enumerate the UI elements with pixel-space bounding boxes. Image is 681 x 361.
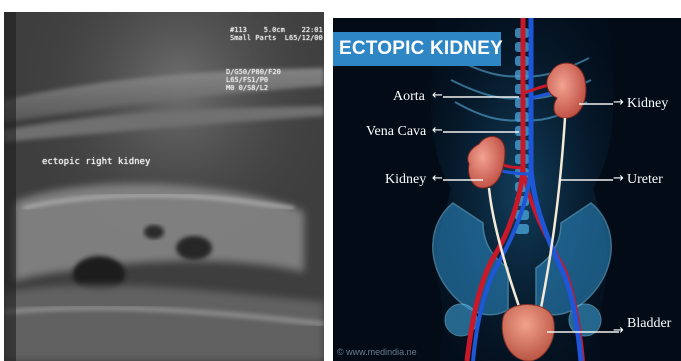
page-title: Ectopic Kidney [339,37,503,61]
arrow-left-icon: ← [432,123,443,139]
anatomy-graphic [333,18,681,361]
label-aorta: Aorta [393,89,425,105]
label-kidney-left: Kidney [385,172,426,188]
arrow-right-icon: → [613,95,624,111]
ultrasound-overlay-params: D/G50/P80/F20 L65/FS1/P0 M0 0/S8/L2 [226,68,281,92]
arrow-left-icon: ← [432,88,443,104]
label-kidney-right: Kidney [627,96,668,112]
ultrasound-image: #113 5.0cm 22:01 Small Parts L65/12/00 G… [4,12,324,361]
title-banner: Ectopic Kidney [333,32,501,66]
ectopic-kidney-illustration: Ectopic Kidney Aorta ← Vena Cava ← Kidne… [333,18,681,361]
ultrasound-overlay-header: #113 5.0cm 22:01 Small Parts L65/12/00 G… [230,26,324,42]
arrow-right-icon: → [613,323,624,339]
ultrasound-scan-graphic [4,12,324,361]
arrow-left-icon: ← [432,171,443,187]
label-bladder: Bladder [627,316,671,332]
watermark: © www.medindia.ne [337,347,417,357]
arrow-right-icon: → [613,171,624,187]
label-ureter: Ureter [627,172,663,188]
label-vena-cava: Vena Cava [366,124,426,140]
ultrasound-annotation: ectopic right kidney [42,158,150,166]
